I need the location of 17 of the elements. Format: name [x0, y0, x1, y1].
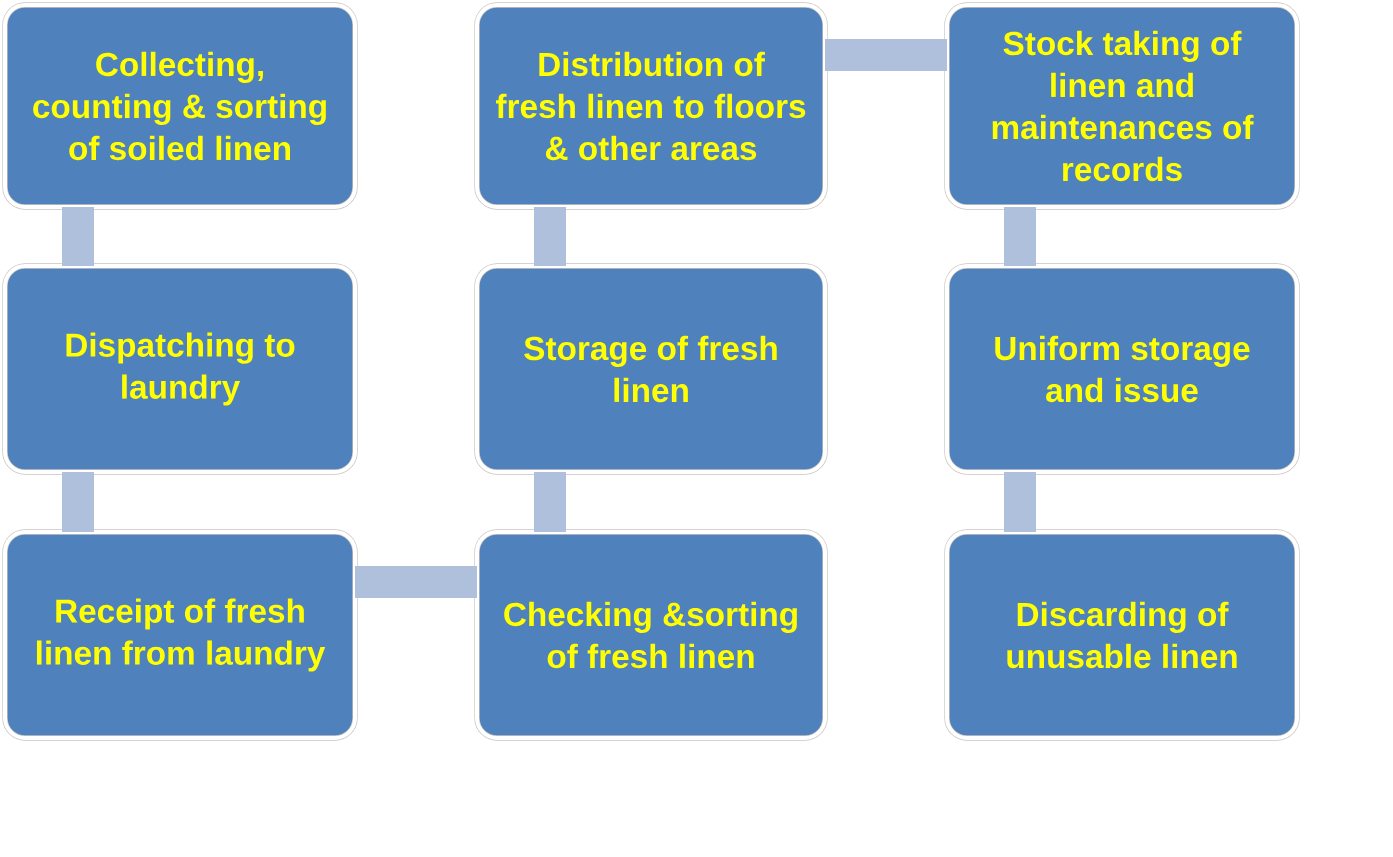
process-box: Stock taking of linen and maintenances of records	[944, 2, 1300, 210]
connector-band	[62, 207, 94, 266]
process-box: Collecting, counting & sorting of soiled linen	[2, 2, 358, 210]
connector-band	[1004, 207, 1036, 266]
connector-band	[534, 472, 566, 532]
process-box: Uniform storage and issue	[944, 263, 1300, 475]
connector-band	[355, 566, 477, 598]
process-box: Storage of fresh linen	[474, 263, 828, 475]
process-box: Receipt of fresh linen from laundry	[2, 529, 358, 741]
connector-band	[534, 207, 566, 266]
process-box: Distribution of fresh linen to floors & other areas	[474, 2, 828, 210]
connector-band	[62, 472, 94, 532]
process-box: Checking &sorting of fresh linen	[474, 529, 828, 741]
process-box: Dispatching to laundry	[2, 263, 358, 475]
connector-band	[1004, 472, 1036, 532]
process-box: Discarding of unusable linen	[944, 529, 1300, 741]
connector-band	[825, 39, 947, 71]
